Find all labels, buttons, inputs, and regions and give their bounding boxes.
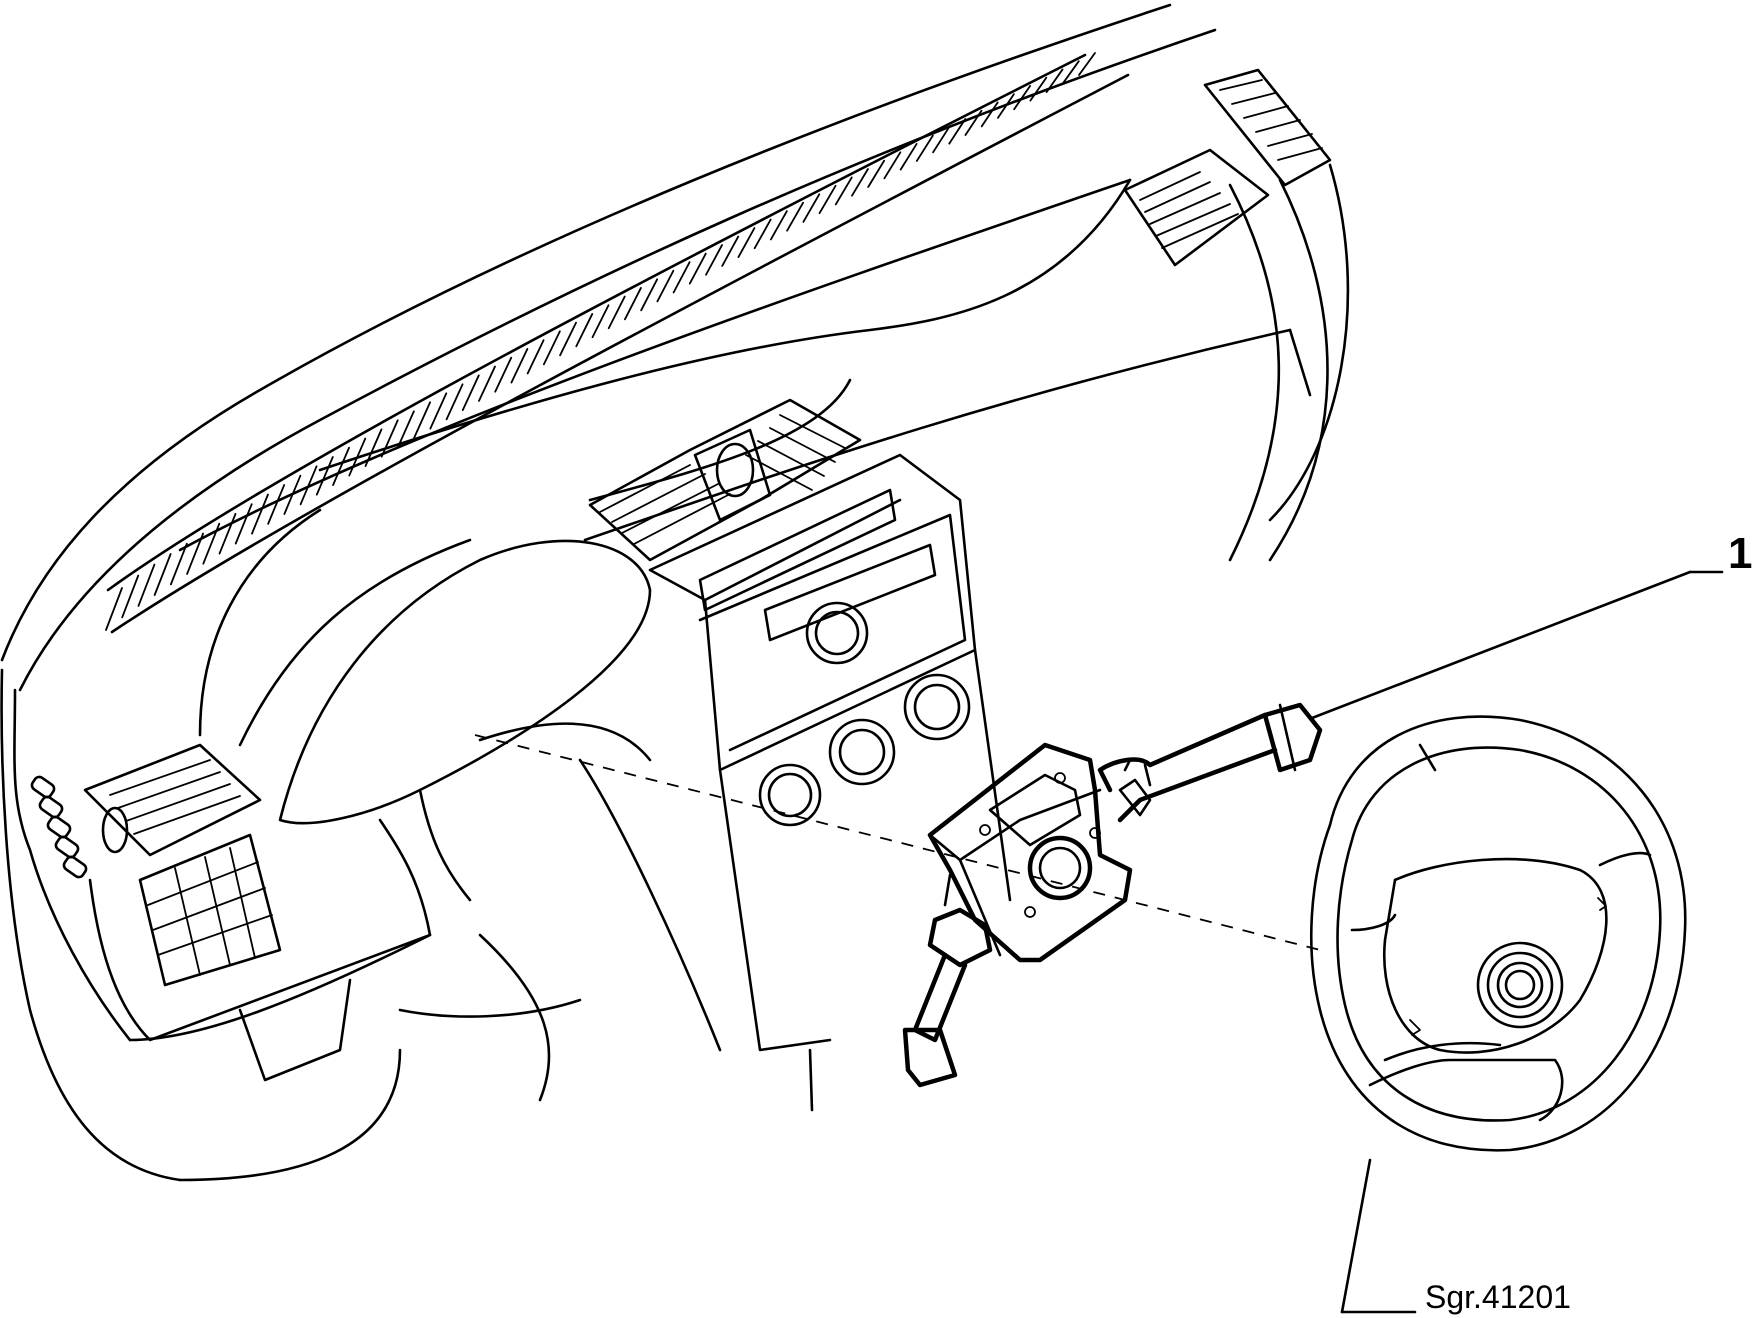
combination-switch-drawing xyxy=(902,702,1323,1088)
dashboard-drawing xyxy=(0,3,1350,1182)
callout-number-1: 1 xyxy=(1728,529,1753,578)
callout-leader-1 xyxy=(1310,570,1724,720)
reference-code: Sgr.41201 xyxy=(1425,1279,1571,1315)
steering-wheel-drawing xyxy=(1310,715,1687,1152)
reference-leader xyxy=(1340,1158,1417,1314)
